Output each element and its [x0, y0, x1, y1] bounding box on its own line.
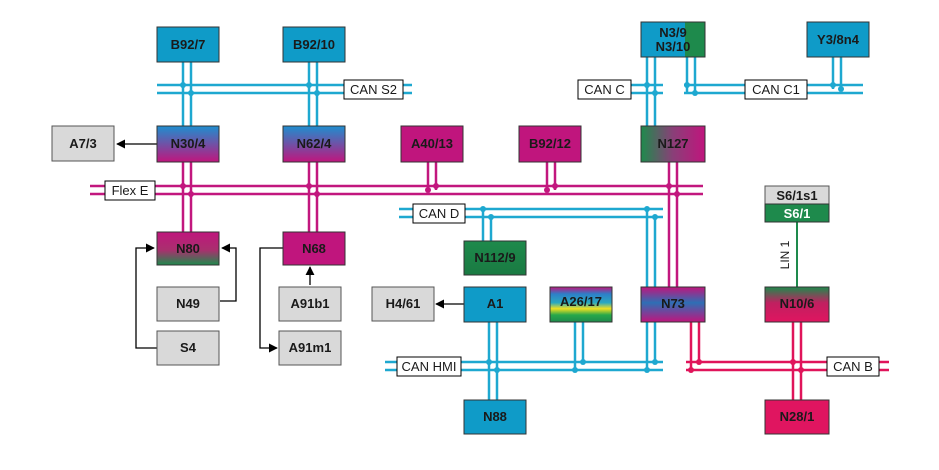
node-n112-9[interactable]: N112/9 — [463, 240, 527, 276]
node-n127[interactable]: N127 — [640, 125, 706, 163]
a26-17-label: A26/17 — [560, 294, 602, 309]
bus-label-flex-e: Flex E — [104, 180, 156, 201]
bus-label-can-c: CAN C — [577, 79, 632, 100]
node-n62-4[interactable]: N62/4 — [282, 125, 346, 163]
can-junction-dots — [180, 82, 844, 373]
can-s2-label: CAN S2 — [350, 82, 397, 97]
n80-label: N80 — [176, 241, 200, 256]
arrow-s4-to-n80 — [135, 243, 157, 349]
n30-4-label: N30/4 — [171, 136, 206, 151]
node-n73[interactable]: N73 — [640, 286, 706, 323]
s4-label: S4 — [180, 340, 197, 355]
lin1-label: LIN 1 — [778, 240, 792, 269]
bus-label-can-b: CAN B — [826, 356, 880, 377]
node-s6-1[interactable]: S6/1s1 S6/1 — [764, 185, 830, 223]
a91m1-label: A91m1 — [289, 340, 332, 355]
node-a91b1[interactable]: A91b1 — [278, 286, 342, 322]
s6-1s1-label: S6/1s1 — [776, 188, 817, 203]
a40-13-label: A40/13 — [411, 136, 453, 151]
n3-10-label: N3/10 — [656, 39, 691, 54]
node-n28-1[interactable]: N28/1 — [764, 399, 830, 435]
flex-vertical-links — [181, 162, 679, 287]
node-a40-13[interactable]: A40/13 — [400, 125, 464, 163]
n62-4-label: N62/4 — [297, 136, 332, 151]
n112-9-label: N112/9 — [474, 250, 515, 265]
b92-10-label: B92/10 — [293, 37, 335, 52]
n68-label: N68 — [302, 241, 326, 256]
arrow-connections — [116, 139, 464, 353]
node-n3-9[interactable]: N3/9 N3/10 — [640, 21, 706, 58]
bus-label-can-c1: CAN C1 — [744, 79, 808, 100]
node-b92-10[interactable]: B92/10 — [282, 26, 346, 63]
node-b92-7[interactable]: B92/7 — [156, 26, 220, 63]
n127-label: N127 — [657, 136, 688, 151]
node-n49[interactable]: N49 — [156, 286, 220, 322]
n28-1-label: N28/1 — [780, 409, 815, 424]
node-y3-8n4[interactable]: Y3/8n4 — [806, 21, 870, 58]
n10-6-label: N10/6 — [780, 296, 815, 311]
bus-label-can-d: CAN D — [412, 203, 466, 224]
node-n10-6[interactable]: N10/6 — [764, 286, 830, 323]
n73-label: N73 — [661, 296, 685, 311]
a91b1-label: A91b1 — [290, 296, 329, 311]
node-n80[interactable]: N80 — [156, 231, 220, 266]
bus-label-can-s2: CAN S2 — [343, 79, 404, 100]
flex-e-label: Flex E — [112, 183, 149, 198]
arrow-n49-to-n80 — [220, 243, 237, 302]
node-a26-17[interactable]: A26/17 — [549, 286, 613, 323]
can-c1-label: CAN C1 — [752, 82, 800, 97]
node-h4-61[interactable]: H4/61 — [371, 286, 435, 322]
flex-junction-dots — [180, 183, 680, 197]
a7-3-label: A7/3 — [69, 136, 96, 151]
n88-label: N88 — [483, 409, 507, 424]
node-n30-4[interactable]: N30/4 — [156, 125, 220, 163]
n49-label: N49 — [176, 296, 200, 311]
bus-label-can-hmi: CAN HMI — [396, 356, 462, 377]
n3-9-label: N3/9 — [659, 25, 686, 40]
can-b-junction-dots — [688, 359, 804, 373]
a1-label: A1 — [487, 296, 504, 311]
node-s4[interactable]: S4 — [156, 330, 220, 366]
y3-8n4-label: Y3/8n4 — [817, 32, 860, 47]
arrow-n68-to-a91m1 — [259, 247, 283, 353]
node-a7-3[interactable]: A7/3 — [51, 125, 115, 162]
node-b92-12[interactable]: B92/12 — [518, 125, 582, 163]
h4-61-label: H4/61 — [386, 296, 421, 311]
s6-1-label: S6/1 — [784, 206, 811, 221]
node-n68[interactable]: N68 — [282, 231, 346, 266]
b92-7-label: B92/7 — [171, 37, 206, 52]
can-c-label: CAN C — [584, 82, 624, 97]
node-a1[interactable]: A1 — [463, 286, 527, 323]
can-hmi-label: CAN HMI — [402, 359, 457, 374]
node-n88[interactable]: N88 — [463, 399, 527, 435]
can-d-label: CAN D — [419, 206, 459, 221]
b92-12-label: B92/12 — [529, 136, 571, 151]
can-b-label: CAN B — [833, 359, 873, 374]
node-a91m1[interactable]: A91m1 — [278, 330, 342, 366]
